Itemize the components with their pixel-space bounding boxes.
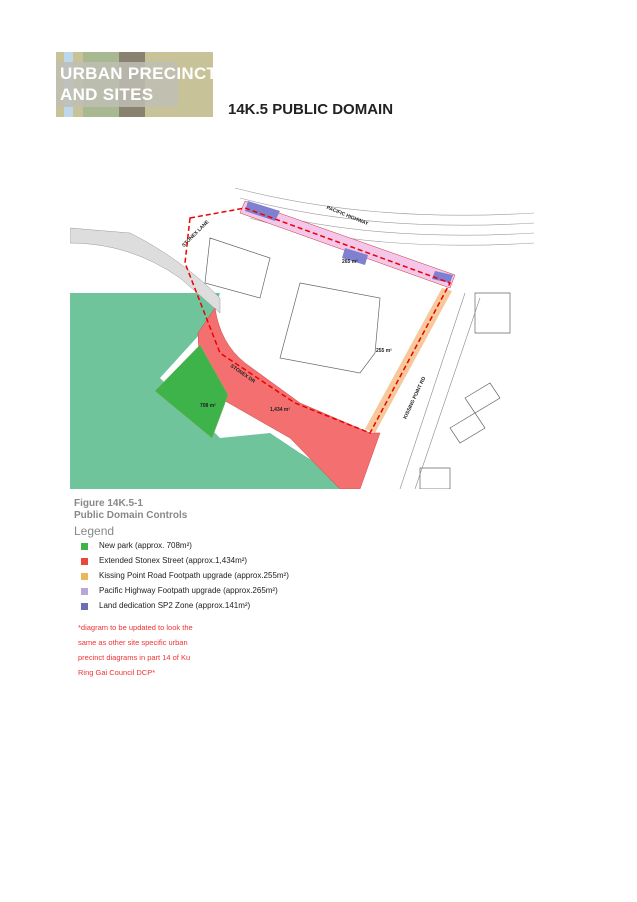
legend-swatch [81, 572, 88, 580]
legend-label: Kissing Point Road Footpath upgrade (app… [99, 571, 289, 580]
site-boundary [184, 207, 452, 434]
legend-item: Kissing Point Road Footpath upgrade (app… [81, 571, 289, 581]
land-dedication [245, 201, 453, 283]
kissing-point-road [399, 292, 481, 490]
label-park-area: 708 m² [200, 403, 216, 409]
legend-swatch [81, 587, 88, 595]
note-line: Ring Gai Council DCP* [78, 668, 156, 677]
figure-caption: Figure 14K.5-1 Public Domain Controls [74, 498, 187, 522]
legend-label: Land dedication SP2 Zone (approx.141m²) [99, 601, 251, 610]
legend-item: Land dedication SP2 Zone (approx.141m²) [81, 601, 250, 611]
note-line: precinct diagrams in part 14 of Ku [78, 653, 191, 662]
buildings [204, 237, 511, 490]
open-space-area [70, 293, 360, 489]
legend-heading: Legend [74, 524, 115, 538]
note-line: *diagram to be updated to look the [78, 623, 193, 632]
legend-label: Extended Stonex Street (approx.1,434m²) [99, 556, 248, 565]
label-highway-area: 265 m² [342, 259, 358, 265]
note-line: same as other site specific urban [78, 638, 188, 647]
figure-title: Public Domain Controls [74, 510, 188, 521]
label-kissing-area: 255 m² [376, 348, 392, 354]
new-park [154, 344, 229, 439]
site-plan-map: STONEX LANE PACIFIC HIGHWAY STONEX DR KI… [69, 183, 535, 490]
legend-label: Pacific Highway Footpath upgrade (approx… [99, 586, 278, 595]
legend-label: New park (approx. 708m²) [99, 541, 192, 550]
label-street-area: 1,434 m² [270, 407, 291, 413]
figure-number: Figure 14K.5-1 [74, 498, 143, 509]
legend-item: Pacific Highway Footpath upgrade (approx… [81, 586, 278, 596]
highway-lines [234, 187, 535, 246]
update-note: *diagram to be updated to look the same … [78, 620, 193, 680]
legend-item: Extended Stonex Street (approx.1,434m²) [81, 556, 247, 566]
legend-swatch [81, 542, 88, 550]
legend-item: New park (approx. 708m²) [81, 541, 192, 551]
section-banner: URBAN PRECINCT AND SITES [56, 52, 217, 117]
road-area [69, 227, 221, 314]
banner-line-2: AND SITES [60, 85, 154, 104]
section-title: 14K.5 PUBLIC DOMAIN [228, 101, 394, 118]
legend-swatch [81, 557, 88, 565]
banner-line-1: URBAN PRECINCT [60, 64, 218, 83]
legend-swatch [81, 602, 88, 610]
